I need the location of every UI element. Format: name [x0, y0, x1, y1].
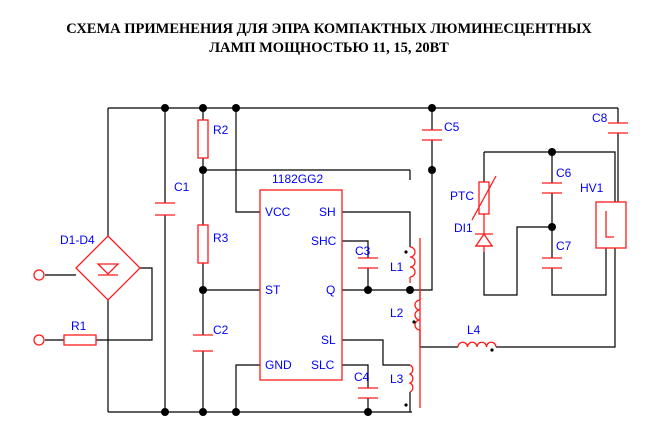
pin-vcc: VCC	[265, 205, 291, 219]
capacitor-c3	[358, 257, 378, 269]
label-ptc: PTC	[450, 189, 474, 203]
pin-gnd: GND	[265, 358, 292, 372]
pin-sl: SL	[321, 333, 336, 347]
pin-sh: SH	[319, 205, 336, 219]
label-c7: C7	[556, 239, 572, 253]
resistor-r2	[197, 119, 209, 159]
capacitor-c4	[358, 387, 378, 399]
label-r3: R3	[213, 231, 229, 245]
ic-1182gg2	[259, 189, 343, 381]
label-l4: L4	[467, 323, 481, 337]
ptc-thermistor	[471, 175, 497, 221]
label-c2: C2	[213, 323, 229, 337]
pin-shc: SHC	[311, 234, 337, 248]
diode-bridge-d1-d4	[75, 235, 141, 301]
diode-di1	[474, 214, 494, 252]
inductor-l3	[404, 364, 414, 407]
capacitor-c1	[155, 202, 175, 216]
label-r2: R2	[213, 123, 229, 137]
capacitor-c8	[608, 122, 628, 134]
capacitor-c2	[193, 334, 213, 352]
label-c1: C1	[174, 180, 190, 194]
inductor-l4	[457, 341, 497, 352]
resistor-r3	[197, 224, 209, 264]
label-c5: C5	[444, 120, 460, 134]
pin-st: ST	[265, 283, 281, 297]
resistor-r1	[63, 334, 97, 346]
capacitor-c7	[542, 257, 562, 269]
label-r1: R1	[71, 319, 87, 333]
label-c6: C6	[556, 166, 572, 180]
inductor-l1	[404, 246, 416, 283]
label-c3: C3	[355, 244, 371, 258]
label-c4: C4	[354, 370, 370, 384]
ic-name-label: 1182GG2	[272, 172, 323, 186]
diagram-title: СХЕМА ПРИМЕНЕНИЯ ДЛЯ ЭПРА КОМПАКТНЫХ ЛЮМ…	[0, 20, 658, 58]
pin-slc: SLC	[311, 358, 335, 372]
capacitor-c6	[542, 182, 562, 194]
junction-dots	[161, 104, 556, 416]
title-line-1: СХЕМА ПРИМЕНЕНИЯ ДЛЯ ЭПРА КОМПАКТНЫХ ЛЮМ…	[66, 21, 592, 37]
capacitor-c5	[422, 129, 442, 141]
label-di1: DI1	[454, 221, 473, 235]
lamp-hv1	[595, 201, 627, 249]
label-l2: L2	[390, 306, 404, 320]
pin-q: Q	[326, 283, 335, 297]
title-line-2: ЛАМП МОЩНОСТЬЮ 11, 15, 20ВТ	[209, 40, 449, 56]
ac-input-terminal-top	[33, 269, 45, 281]
ac-input-terminal-bottom	[33, 334, 45, 346]
label-d1-d4: D1-D4	[60, 233, 95, 247]
label-l1: L1	[390, 260, 404, 274]
label-c8: C8	[592, 111, 608, 125]
label-hv1: HV1	[580, 181, 604, 195]
inductor-l2	[412, 299, 421, 335]
label-l3: L3	[390, 372, 404, 386]
